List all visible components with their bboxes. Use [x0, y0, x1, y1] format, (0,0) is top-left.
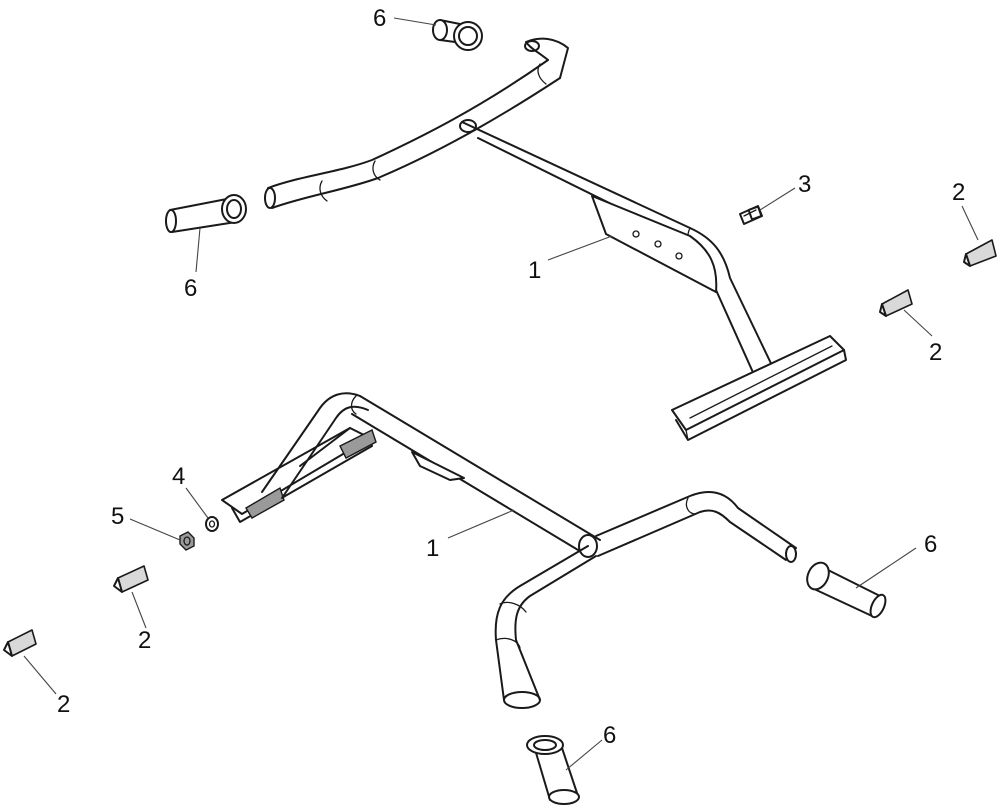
nut [179, 531, 195, 551]
grip-top [432, 19, 483, 51]
callout-3: 3 [798, 171, 811, 198]
callout-6-right: 6 [924, 531, 937, 558]
callout-5: 5 [111, 503, 124, 530]
callout-2-left-bottom: 2 [57, 691, 70, 718]
grip-bottom [526, 735, 580, 805]
callout-2-right-top: 2 [952, 179, 965, 206]
callout-2-right-mid: 2 [929, 339, 942, 366]
leader-lines [23, 17, 979, 771]
callout-4: 4 [172, 463, 185, 490]
callout-6-bottom: 6 [603, 722, 616, 749]
washer [205, 516, 219, 532]
plug-left-bottom [3, 629, 37, 657]
callout-6-top: 6 [373, 5, 386, 32]
upper-handlebar-frame [264, 37, 847, 441]
plug-left-mid [113, 565, 149, 593]
callout-1-lower: 1 [426, 535, 439, 562]
bolt [739, 205, 763, 225]
grip-left [165, 194, 247, 233]
callout-1-upper: 1 [528, 257, 541, 284]
callout-6-left: 6 [184, 275, 197, 302]
lower-handlebar-frame [221, 392, 797, 709]
plug-right-top [963, 239, 997, 267]
callout-labels: 6 6 3 2 1 2 4 5 1 6 2 2 6 [57, 5, 965, 749]
grip-right [806, 561, 887, 619]
callout-2-left-mid: 2 [138, 627, 151, 654]
plug-right-mid [879, 289, 913, 317]
